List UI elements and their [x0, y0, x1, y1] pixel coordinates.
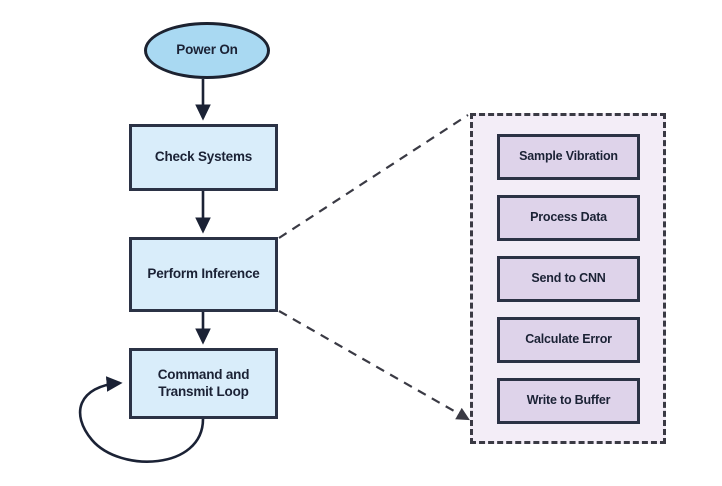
node-perform-inference-label: Perform Inference [147, 266, 260, 282]
node-command-transmit-loop[interactable]: Command and Transmit Loop [129, 348, 278, 419]
node-write-to-buffer[interactable]: Write to Buffer [497, 378, 640, 424]
node-command-transmit-loop-label-line2: Transmit Loop [158, 383, 249, 399]
node-process-data[interactable]: Process Data [497, 195, 640, 241]
node-process-data-label: Process Data [530, 210, 607, 225]
node-send-to-cnn[interactable]: Send to CNN [497, 256, 640, 302]
node-power-on[interactable]: Power On [144, 22, 270, 79]
node-calculate-error-label: Calculate Error [525, 332, 612, 347]
node-power-on-label: Power On [176, 42, 238, 58]
connector-expand-top [278, 114, 469, 239]
node-check-systems[interactable]: Check Systems [129, 124, 278, 191]
node-sample-vibration-label: Sample Vibration [519, 149, 618, 164]
node-sample-vibration[interactable]: Sample Vibration [497, 134, 640, 180]
node-calculate-error[interactable]: Calculate Error [497, 317, 640, 363]
node-perform-inference[interactable]: Perform Inference [129, 237, 278, 312]
connector-command-loop-self-loop [78, 376, 205, 463]
node-write-to-buffer-label: Write to Buffer [526, 393, 611, 408]
node-send-to-cnn-label: Send to CNN [531, 271, 606, 286]
node-check-systems-label: Check Systems [154, 149, 253, 165]
node-command-transmit-loop-label-line1: Command and [157, 366, 250, 382]
connector-expand-bottom [278, 310, 470, 421]
